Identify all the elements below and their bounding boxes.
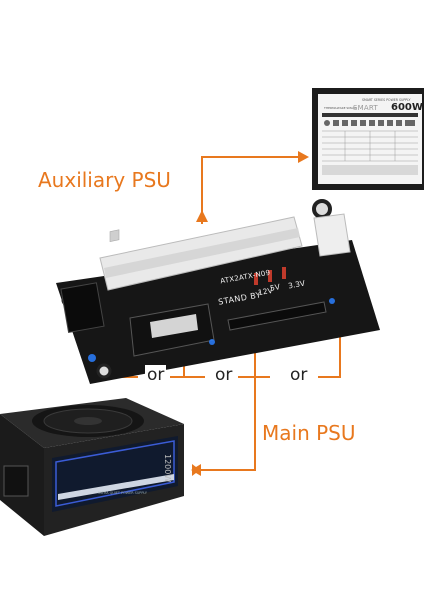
adapter-board xyxy=(56,199,380,384)
board-5v-text: 5V xyxy=(269,282,281,293)
main-psu-series-text: ULTRA QUIET POWER SUPPLY xyxy=(98,491,147,495)
or-label-2: or xyxy=(213,365,235,385)
or-label-3: or xyxy=(288,365,310,385)
auxiliary-psu-illustration xyxy=(312,88,424,190)
main-psu-illustration xyxy=(0,398,184,536)
auxiliary-psu-label: Auxiliary PSU xyxy=(38,168,171,192)
or-label-1: or xyxy=(145,365,167,385)
main-psu-wattage: 1200W xyxy=(163,454,172,483)
aux-psu-brand-text: SMART xyxy=(353,104,378,112)
main-psu-label: Main PSU xyxy=(262,421,356,445)
aux-psu-manufacturer-text: THERMALTAKE SMART xyxy=(324,106,357,110)
aux-psu-wattage: 600W xyxy=(391,102,423,113)
aux-psu-series-text: SMART SERIES POWER SUPPLY xyxy=(362,98,411,102)
